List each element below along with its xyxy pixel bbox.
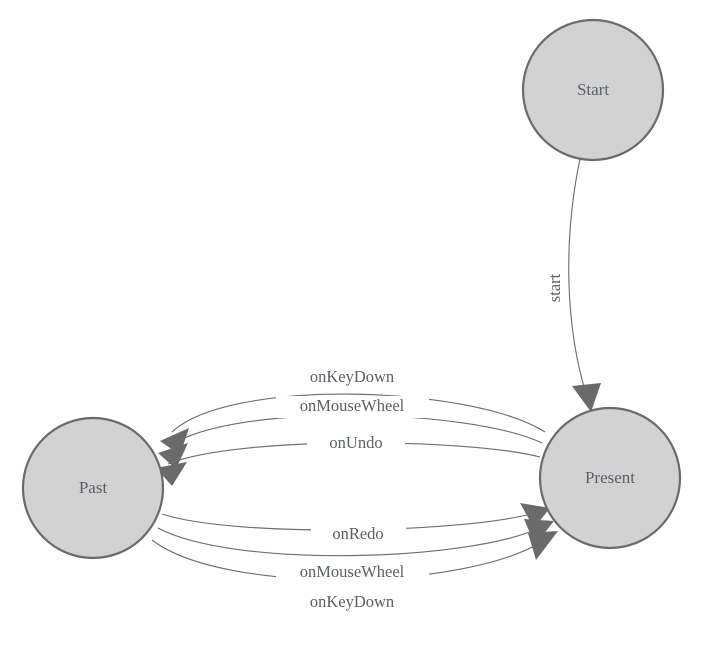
edge-label-onundo-text: onUndo [329, 433, 382, 452]
edge-label-onmousewheel-bottom-backdrop [276, 562, 429, 584]
edge-label-onredo: onRedo [311, 524, 406, 546]
node-past-circle [21, 416, 165, 560]
edge-path-past-present-2 [157, 526, 543, 557]
edge-label-onkeydown-bottom: onKeyDown [287, 592, 418, 614]
edge-label-onmousewheel-top: onMouseWheel [276, 396, 429, 418]
edge-past-to-present-onmousewheel[interactable] [157, 519, 554, 557]
node-past-label: Past [79, 478, 108, 497]
arrowhead-present-past-3 [156, 462, 187, 486]
edge-label-start: start [545, 262, 566, 314]
edge-path-start-present [568, 158, 589, 401]
node-start-circle [521, 18, 665, 162]
edge-label-onkeydown-top-backdrop [287, 367, 418, 389]
edge-label-onmousewheel-top-text: onMouseWheel [300, 396, 405, 415]
edge-label-start-text: start [545, 273, 564, 302]
node-start-label: Start [577, 80, 609, 99]
node-present[interactable]: Present [538, 406, 682, 550]
arrowhead-past-present-2 [524, 519, 554, 545]
edge-label-onkeydown-top-text: onKeyDown [310, 367, 394, 386]
arrowhead-start-present [572, 383, 601, 412]
node-present-label: Present [585, 468, 635, 487]
edge-label-onundo-backdrop [307, 433, 405, 455]
edge-label-onmousewheel-top-backdrop [276, 396, 429, 418]
edge-label-onredo-text: onRedo [332, 524, 383, 543]
edge-start-to-present[interactable] [568, 158, 601, 412]
node-start[interactable]: Start [521, 18, 665, 162]
edge-label-onkeydown-bottom-text: onKeyDown [310, 592, 394, 611]
arrowhead-past-present-3 [528, 531, 558, 560]
edge-label-onmousewheel-bottom-text: onMouseWheel [300, 562, 405, 581]
edge-label-start-backdrop [546, 262, 566, 314]
edge-label-onkeydown-top: onKeyDown [287, 367, 418, 389]
arrowhead-past-present-1 [520, 503, 550, 528]
node-present-circle [538, 406, 682, 550]
edge-label-onmousewheel-bottom: onMouseWheel [276, 562, 429, 584]
edge-label-onkeydown-bottom-backdrop [287, 592, 418, 614]
node-past[interactable]: Past [21, 416, 165, 560]
edge-label-onredo-backdrop [311, 524, 406, 546]
edge-path-present-past-1 [171, 393, 546, 433]
edge-label-onundo: onUndo [307, 433, 405, 455]
arrowhead-present-past-2 [158, 443, 188, 469]
